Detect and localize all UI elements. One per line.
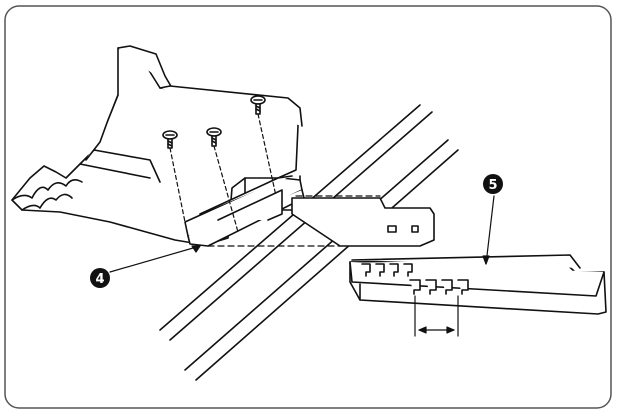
callout-4-label: 4 bbox=[95, 272, 104, 287]
callout-5-label: 5 bbox=[488, 178, 497, 193]
rail-slots bbox=[361, 263, 469, 295]
mounting-plate-4 bbox=[184, 175, 305, 247]
slide-rail-5 bbox=[349, 254, 607, 315]
callout-4: 4 bbox=[90, 268, 110, 288]
callout-5: 5 bbox=[483, 174, 503, 194]
table-rail bbox=[159, 104, 459, 381]
screw-3 bbox=[250, 95, 277, 197]
figure-frame bbox=[4, 5, 612, 409]
leader-lines bbox=[109, 195, 495, 273]
receiving-bracket bbox=[291, 197, 435, 247]
screw-1 bbox=[162, 130, 186, 223]
screw-2 bbox=[206, 127, 239, 233]
screws bbox=[162, 95, 277, 233]
dimension-arrow bbox=[414, 295, 459, 337]
